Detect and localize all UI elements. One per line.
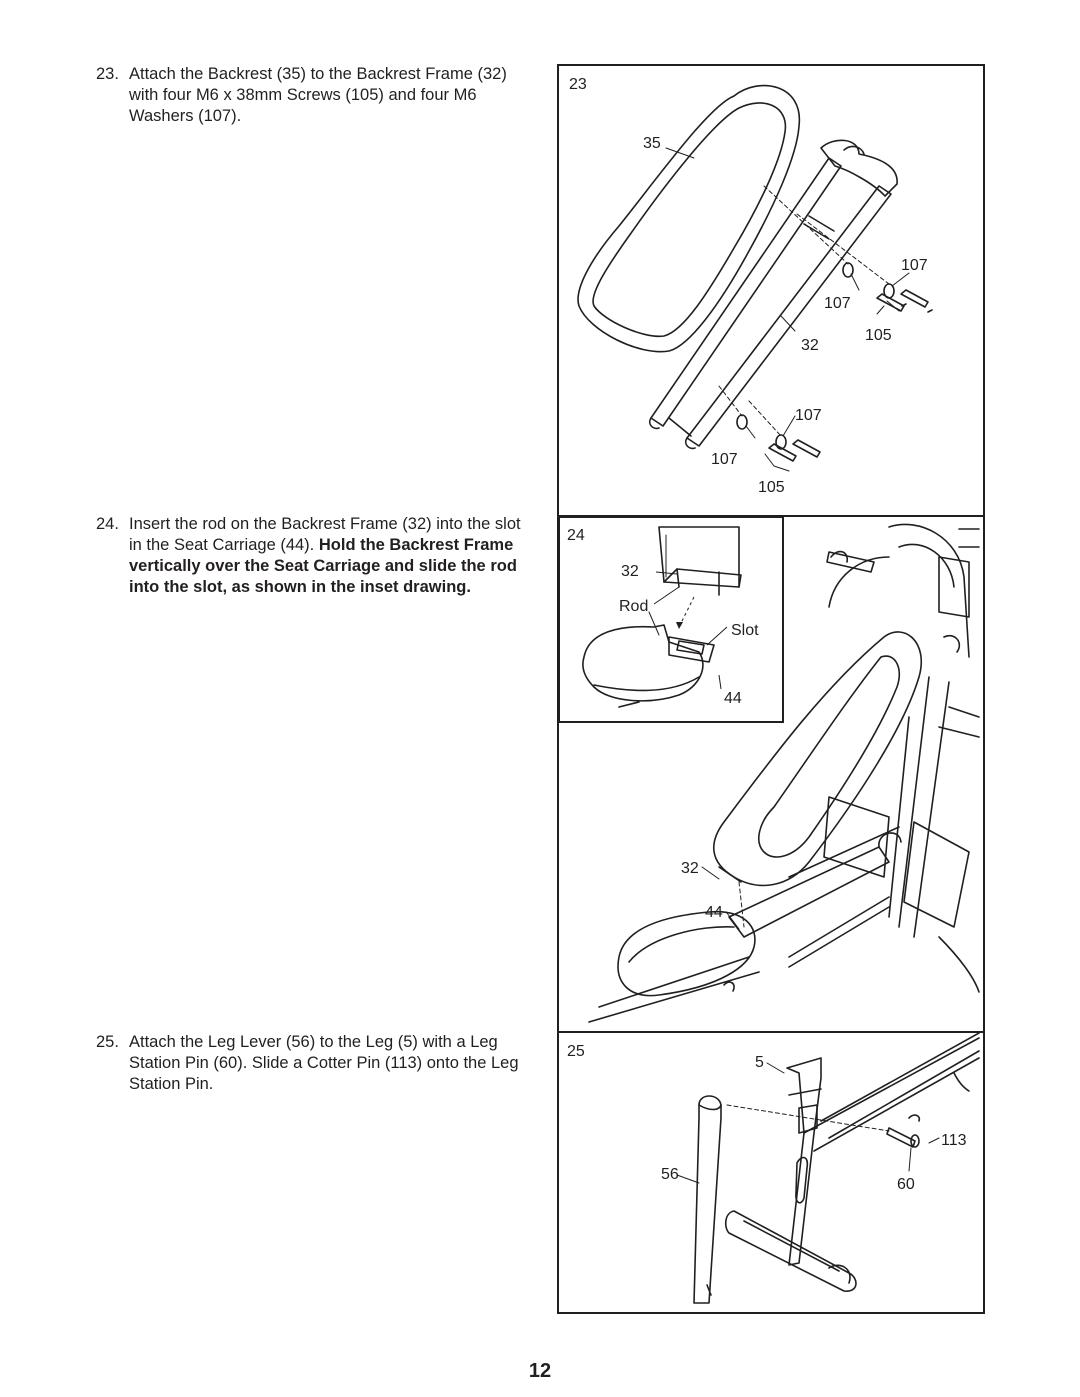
backrest-main [712, 631, 922, 887]
page-number: 12 [528, 1360, 552, 1382]
pin-alignment-line [726, 1104, 890, 1132]
leg-lever [693, 1095, 722, 1304]
step-24-body: Insert the rod on the Backrest Frame (32… [129, 514, 526, 598]
callout-station-pin: 60 [897, 1176, 915, 1193]
arrow-head [676, 622, 683, 629]
leader-main-frame [701, 866, 720, 880]
step-24-instructions: 24. Insert the rod on the Backrest Frame… [96, 514, 526, 598]
figure-step-24: 24 32 Rod Slot 44 32 44 [557, 515, 985, 1033]
callout-leg: 5 [755, 1054, 764, 1071]
figure-step-25: 25 5 113 56 60 [557, 1031, 985, 1314]
seat-carriage-main [588, 826, 902, 1023]
step-23-instructions: 23. Attach the Backrest (35) to the Back… [96, 64, 526, 127]
callout-screw-2: 105 [758, 479, 785, 496]
step-24-figure-label: 24 [567, 527, 585, 544]
step-23-text: Attach the Backrest (35) to the Backrest… [129, 65, 507, 125]
inset-leader-lines [653, 571, 728, 690]
rail-lines [788, 896, 890, 968]
callout-screw-1: 105 [865, 327, 892, 344]
step-25-text: Attach the Leg Lever (56) to the Leg (5)… [129, 1033, 519, 1093]
callout-washer-2: 107 [824, 295, 851, 312]
step-25-instructions: 25. Attach the Leg Lever (56) to the Leg… [96, 1032, 526, 1095]
alignment-lines [718, 185, 890, 437]
callout-main-frame: 32 [681, 860, 699, 877]
step-25-figure-label: 25 [567, 1043, 585, 1060]
rod-alignment-line [738, 881, 745, 928]
pins [886, 1114, 921, 1148]
backrest-frame [648, 139, 898, 450]
callout-washer-3: 107 [795, 407, 822, 424]
callout-rod: Rod [619, 598, 648, 615]
side-plate [823, 796, 970, 928]
step-24-number: 24. [96, 515, 119, 533]
floor-line [938, 936, 980, 993]
leg [724, 1057, 857, 1292]
step-25-number: 25. [96, 1033, 119, 1051]
rail [803, 1033, 980, 1152]
step-23-body: Attach the Backrest (35) to the Backrest… [129, 64, 526, 127]
leader-main-carriage [726, 912, 740, 930]
machine-tower [826, 523, 980, 938]
hardware-upper [842, 262, 933, 313]
leader-lines [665, 147, 910, 472]
callout-cotter-pin: 113 [941, 1132, 967, 1149]
callout-washer-1: 107 [901, 257, 928, 274]
backrest-pad [577, 84, 800, 353]
callout-leg-lever: 56 [661, 1166, 679, 1183]
callout-backrest: 35 [643, 135, 661, 152]
callout-inset-carriage: 44 [724, 690, 742, 707]
step-24-bold-text: Hold the Backrest Frame vertically over … [129, 536, 517, 596]
step-25-body: Attach the Leg Lever (56) to the Leg (5)… [129, 1032, 526, 1095]
step-25-illustration: 25 5 113 56 60 [567, 1033, 980, 1304]
step-23-illustration: 23 35 107 107 32 105 107 107 105 [569, 76, 933, 496]
figure-step-23: 23 35 107 107 32 105 107 107 105 [557, 64, 985, 517]
step-24-illustration: 24 32 Rod Slot 44 32 44 [559, 517, 980, 1023]
callout-washer-4: 107 [711, 451, 738, 468]
step-23-figure-label: 23 [569, 76, 587, 93]
step-24-text: Insert the rod on the Backrest Frame (32… [129, 515, 521, 554]
callout-frame: 32 [801, 337, 819, 354]
step-23-number: 23. [96, 65, 119, 83]
hardware-lower [736, 414, 821, 462]
callout-main-carriage: 44 [705, 904, 723, 921]
callout-slot: Slot [731, 622, 759, 639]
callout-inset-frame: 32 [621, 563, 639, 580]
inset-drawing [559, 517, 784, 723]
leader-lines-25 [676, 1062, 940, 1184]
